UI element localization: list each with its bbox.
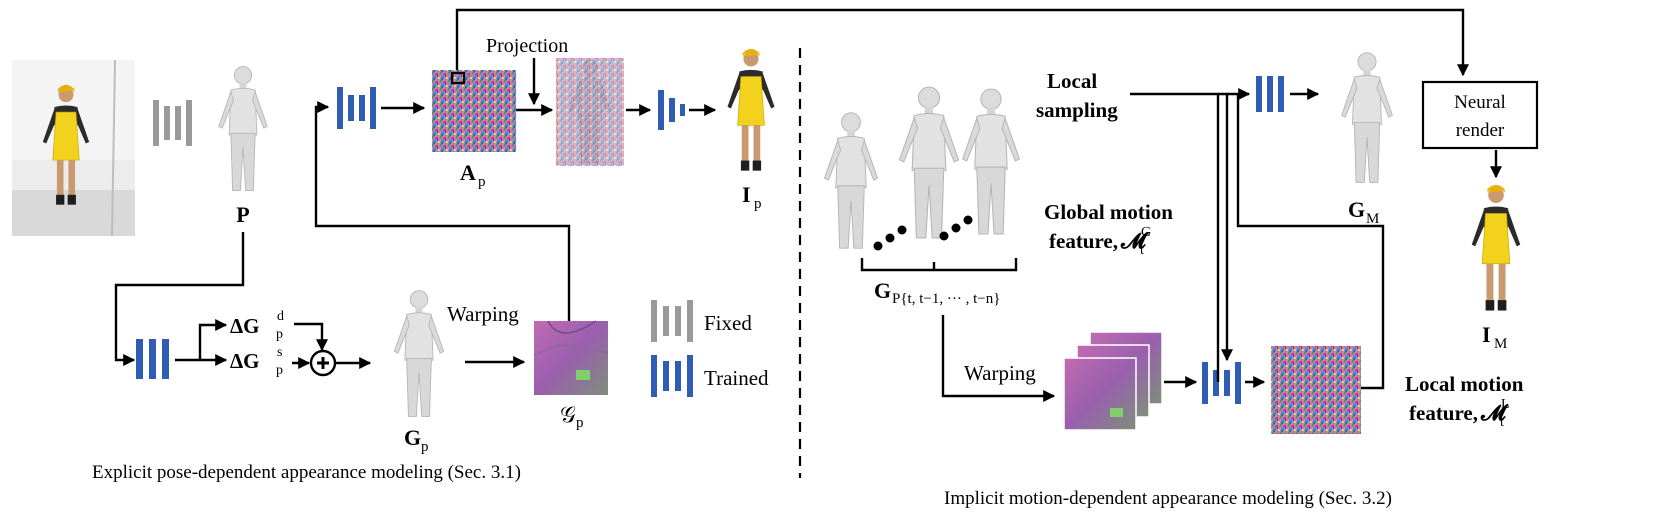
- normal-map-gp: [533, 320, 609, 395]
- local-motion-label-2: feature, 𝓜 t L: [1409, 397, 1510, 430]
- svg-text:feature,: feature,: [1049, 229, 1118, 253]
- warping-label-right: Warping: [964, 361, 1036, 385]
- motion-mesh-gm: [1340, 52, 1394, 184]
- arrow-p-to-encoder: [114, 232, 245, 366]
- arrow-ap-to-neural-render: [455, 8, 1469, 77]
- symbol-gp: G p: [404, 425, 429, 455]
- rendered-image-ip: [726, 48, 776, 172]
- svg-text:G: G: [874, 278, 891, 303]
- delta-g-d-label: ΔG d p: [230, 309, 284, 342]
- global-motion-label-2: feature, 𝓜 t G: [1049, 225, 1151, 258]
- input-photo: [12, 59, 135, 237]
- projected-mesh: [556, 58, 624, 166]
- svg-text:I: I: [742, 182, 751, 207]
- sequence-brace: [860, 258, 1018, 272]
- svg-text:feature,: feature,: [1409, 401, 1478, 425]
- svg-text:p: p: [276, 327, 283, 342]
- symbol-ip: I p: [742, 182, 762, 212]
- svg-text:ΔG: ΔG: [230, 314, 260, 338]
- svg-text:Neural: Neural: [1454, 92, 1506, 113]
- legend-fixed: Fixed: [651, 300, 752, 342]
- caption-right: Implicit motion-dependent appearance mod…: [944, 488, 1392, 509]
- svg-text:d: d: [277, 309, 284, 324]
- svg-text:t: t: [1140, 243, 1144, 258]
- pose-encoder-icon: [136, 339, 169, 379]
- svg-text:𝓜: 𝓜: [1120, 228, 1149, 253]
- normal-map-stack: [1063, 331, 1163, 431]
- pose-mesh-p: [218, 65, 268, 192]
- motion-encoder-icon: [1202, 362, 1241, 404]
- symbol-p: P: [236, 202, 249, 227]
- local-sampling-label-1: Local: [1047, 69, 1097, 93]
- fixed-encoder-icon: [153, 100, 192, 146]
- symbol-gm: G M: [1348, 197, 1379, 227]
- warping-label-left: Warping: [447, 302, 519, 326]
- svg-text:Trained: Trained: [704, 366, 769, 390]
- symbol-cal-gp: 𝒢 p: [560, 402, 584, 431]
- svg-text:Fixed: Fixed: [704, 311, 752, 335]
- line-local-motion-feature: [1236, 95, 1385, 390]
- svg-text:G: G: [404, 425, 421, 450]
- svg-text:s: s: [277, 345, 282, 360]
- caption-left: Explicit pose-dependent appearance model…: [92, 462, 521, 483]
- arrow-sequence-warping: [941, 315, 1056, 402]
- neural-render-box: Neural render: [1421, 80, 1539, 150]
- clothed-mesh-gp: [393, 289, 445, 418]
- arrow-gp-to-texture-encoder: [314, 101, 571, 321]
- motion-texture-atlas: [1271, 346, 1361, 434]
- svg-text:p: p: [478, 174, 486, 190]
- svg-text:M: M: [1494, 336, 1507, 352]
- global-motion-label-1: Global motion: [1044, 200, 1173, 224]
- svg-text:I: I: [1482, 322, 1491, 347]
- svg-text:A: A: [460, 160, 476, 185]
- renderer-icon: [658, 90, 685, 130]
- symbol-im: I M: [1482, 322, 1507, 352]
- symbol-g-sequence: G P{t, t−1, ··· , t−n}: [874, 278, 1000, 307]
- svg-text:p: p: [754, 196, 762, 212]
- legend-trained: Trained: [651, 355, 769, 397]
- symbol-ap: A p: [460, 160, 486, 190]
- texture-encoder-icon: [337, 87, 376, 129]
- projection-label: Projection: [486, 35, 568, 57]
- mesh-sequence: [823, 86, 1020, 251]
- svg-text:p: p: [576, 415, 584, 431]
- local-sampling-label-2: sampling: [1036, 98, 1118, 122]
- arrow-dgd-to-sum: [294, 322, 328, 352]
- global-encoder-icon: [1256, 76, 1284, 112]
- texture-atlas-ap: [432, 70, 516, 152]
- svg-text:𝓜: 𝓜: [1480, 400, 1509, 425]
- arrow-to-dgd: [198, 319, 228, 360]
- svg-text:G: G: [1348, 197, 1365, 222]
- delta-g-s-label: ΔG s p: [230, 345, 283, 378]
- svg-text:ΔG: ΔG: [230, 349, 260, 373]
- svg-text:t: t: [1500, 415, 1504, 430]
- svg-text:P{t, t−1, ··· , t−n}: P{t, t−1, ··· , t−n}: [892, 291, 1000, 307]
- svg-text:L: L: [1501, 397, 1510, 412]
- sum-operator-icon: [309, 349, 337, 377]
- svg-text:G: G: [1141, 225, 1151, 240]
- svg-text:p: p: [421, 439, 429, 455]
- final-output-im: [1471, 184, 1521, 312]
- svg-text:𝒢: 𝒢: [560, 402, 576, 427]
- local-motion-label-1: Local motion: [1405, 372, 1524, 396]
- svg-text:p: p: [276, 363, 283, 378]
- svg-text:M: M: [1366, 211, 1379, 227]
- svg-text:render: render: [1456, 120, 1505, 141]
